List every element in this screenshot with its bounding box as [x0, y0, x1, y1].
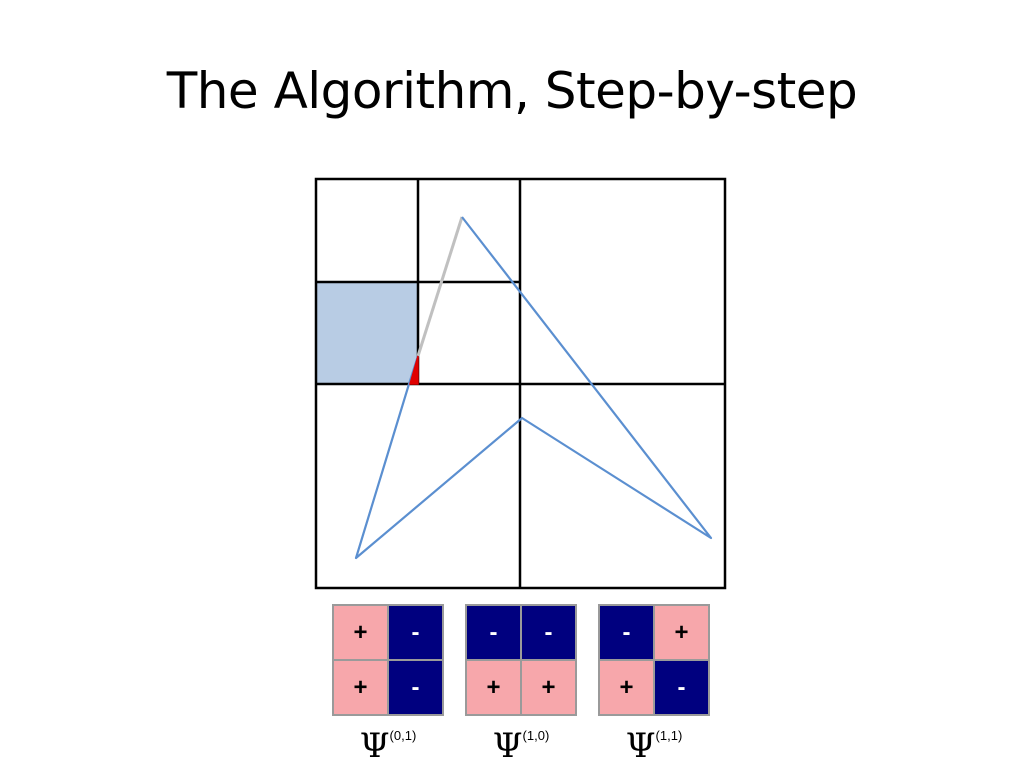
- wavelet-cell: -: [388, 660, 443, 715]
- slide-title: The Algorithm, Step-by-step: [166, 62, 858, 120]
- psi-symbol: Ψ: [492, 726, 523, 766]
- wavelet-psi-0-1: + - + -: [332, 604, 444, 716]
- wavelet-index: (1,1): [655, 728, 683, 743]
- wavelet-cell: +: [654, 605, 709, 660]
- quadtree-diagram: [314, 177, 727, 590]
- wavelet-label: Ψ(1,1): [598, 726, 710, 766]
- wavelet-cell: +: [599, 660, 654, 715]
- wavelet-index: (0,1): [389, 728, 417, 743]
- wavelet-cell: -: [388, 605, 443, 660]
- wavelet-cell: +: [333, 660, 388, 715]
- wavelet-cell: -: [654, 660, 709, 715]
- wavelet-psi-1-0: - - + +: [465, 604, 577, 716]
- wavelet-cell: -: [521, 605, 576, 660]
- highlighted-cell: [316, 282, 418, 384]
- inactive-edge: [416, 216, 464, 357]
- psi-symbol: Ψ: [359, 726, 390, 766]
- wavelet-cell: +: [333, 605, 388, 660]
- wavelet-cell: +: [466, 660, 521, 715]
- psi-symbol: Ψ: [625, 726, 656, 766]
- wavelet-psi-1-1: - + + -: [598, 604, 710, 716]
- clipped-edge: [409, 355, 419, 385]
- wavelet-cell: -: [599, 605, 654, 660]
- wavelet-label: Ψ(0,1): [332, 726, 444, 766]
- wavelet-label: Ψ(1,0): [465, 726, 577, 766]
- wavelet-cell: +: [521, 660, 576, 715]
- wavelet-index: (1,0): [522, 728, 550, 743]
- polygon-shape: [354, 216, 713, 560]
- wavelet-cell: -: [466, 605, 521, 660]
